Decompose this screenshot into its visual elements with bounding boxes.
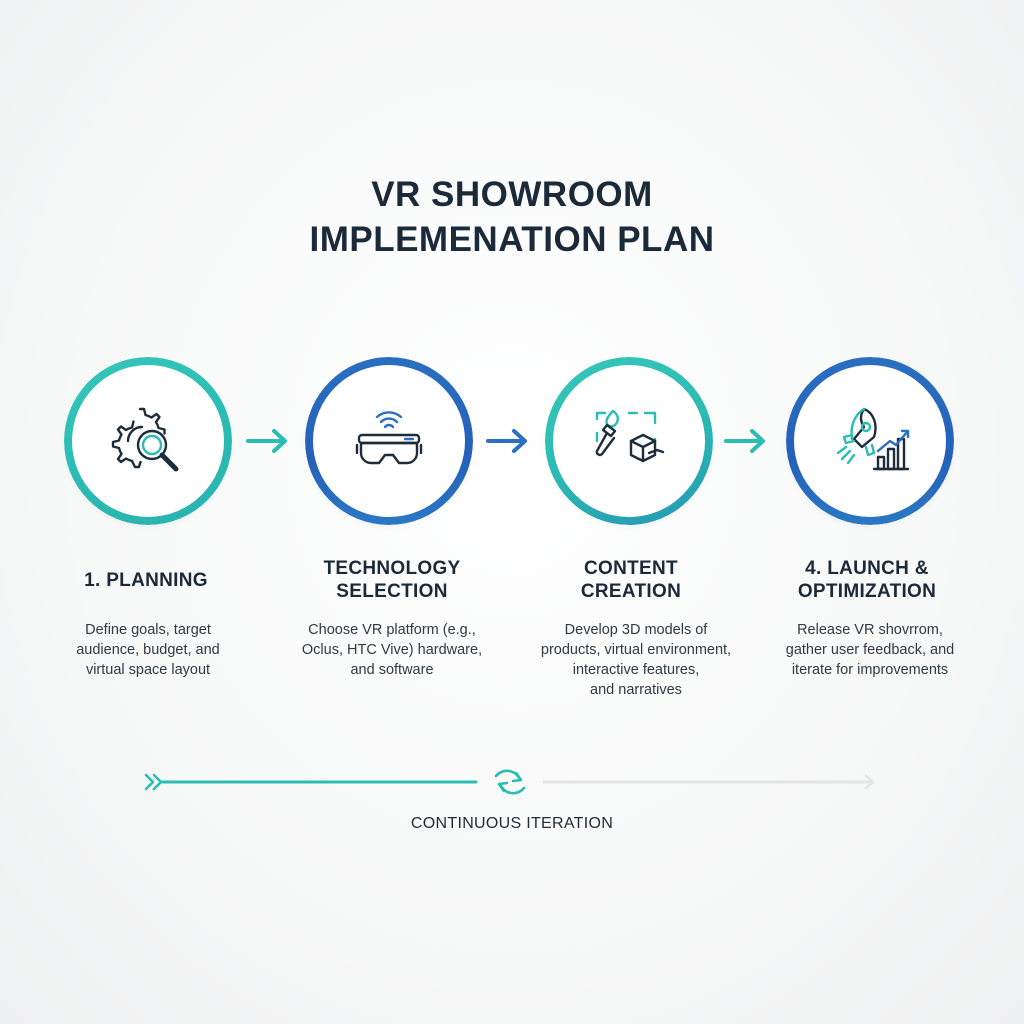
- step-2-description: Choose VR platform (e.g., Oclus, HTC Viv…: [282, 620, 502, 680]
- step-3-desc-line-1: Develop 3D models of: [564, 622, 708, 638]
- step-3-description: Develop 3D models of products, virtual e…: [521, 620, 751, 700]
- step-1-desc-line-2: audience, budget, and: [76, 642, 220, 658]
- step-2-desc-line-1: Choose VR platform (e.g.,: [308, 622, 476, 638]
- step-4-desc-line-2: gather user feedback, and: [785, 642, 955, 658]
- flow-arrow-3: [722, 426, 770, 456]
- page-title-line-1: VR SHOWROOM: [371, 175, 653, 214]
- step-4-description: Release VR shovrrom, gather user feedbac…: [760, 620, 980, 680]
- step-1-title-line-1: 1. PLANNING: [84, 570, 208, 591]
- step-3-title-line-2: CREATION: [580, 581, 682, 602]
- step-4-title-line-1: 4. LAUNCH &: [805, 558, 929, 579]
- step-2-desc-line-2: Oclus, HTC Vive) hardware,: [301, 642, 483, 658]
- step-3-desc-line-2: products, virtual environment,: [540, 642, 732, 658]
- vr-headset-icon: [343, 395, 435, 487]
- gear-magnifier-icon: [102, 395, 194, 487]
- step-2-desc-line-3: and software: [350, 662, 434, 678]
- step-4-desc-line-1: Release VR shovrrom,: [797, 622, 943, 638]
- timeline-end-arrow: [864, 774, 875, 790]
- step-4-desc-line-3: iterate for improvements: [791, 662, 949, 678]
- iteration-timeline: [140, 760, 890, 804]
- refresh-cycle-icon: [494, 769, 526, 795]
- step-3-title: CONTENT CREATION: [531, 557, 731, 603]
- double-chevron-icon: [144, 773, 163, 791]
- flow-arrow-2: [484, 426, 532, 456]
- step-2-title-line-2: SELECTION: [336, 581, 448, 602]
- step-3-title-line-1: CONTENT: [584, 558, 678, 579]
- continuous-iteration-label: CONTINUOUS ITERATION: [410, 815, 614, 832]
- step-4-title-line-2: OPTIMIZATION: [797, 581, 937, 602]
- step-3-desc-line-3: interactive features,: [572, 662, 700, 678]
- step-4-title: 4. LAUNCH & OPTIMIZATION: [767, 557, 967, 603]
- step-1-description: Define goals, target audience, budget, a…: [38, 620, 258, 680]
- page-title-line-2: IMPLEMENATION PLAN: [309, 220, 715, 259]
- rocket-chart-icon: [824, 395, 916, 487]
- step-1-title: 1. PLANNING: [46, 569, 246, 592]
- step-2-title: TECHNOLOGY SELECTION: [292, 557, 492, 603]
- step-1-desc-line-3: virtual space layout: [85, 662, 211, 678]
- step-4-circle: [786, 357, 954, 525]
- step-3-desc-line-4: and narratives: [590, 682, 682, 698]
- step-2-circle: [305, 357, 473, 525]
- step-3-circle: [545, 357, 713, 525]
- paintbrush-cube-icon: [583, 395, 675, 487]
- flow-arrow-1: [244, 426, 292, 456]
- step-1-circle: [64, 357, 232, 525]
- step-2-title-line-1: TECHNOLOGY: [323, 558, 461, 579]
- step-1-desc-line-1: Define goals, target: [85, 622, 211, 638]
